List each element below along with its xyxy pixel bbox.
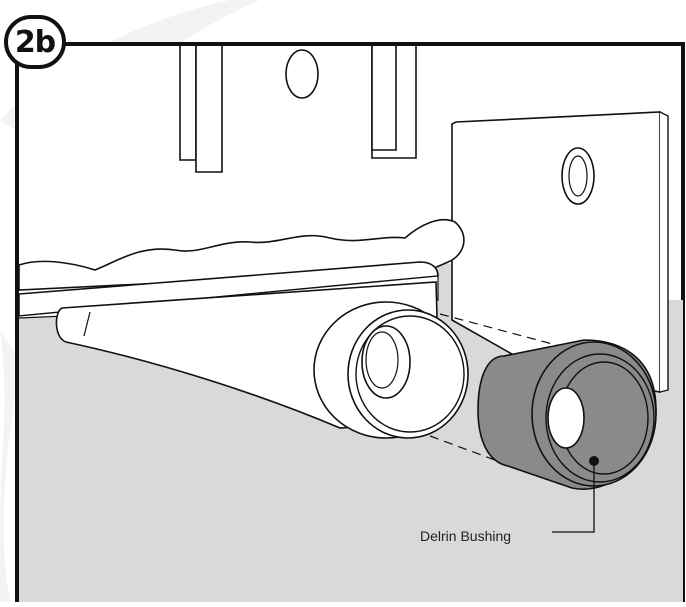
step-badge: 2b — [4, 15, 66, 69]
top-bracket-left — [179, 46, 223, 173]
mounting-hole — [285, 49, 319, 99]
pivot-tube-bore-inner — [365, 331, 399, 389]
watermark-shape — [0, 330, 20, 602]
alignment-guides — [429, 313, 591, 485]
top-bracket-right — [371, 46, 417, 159]
slot-hole-inner — [568, 155, 588, 197]
callout-leader — [552, 461, 595, 533]
tapered-arm-edge — [83, 311, 91, 337]
side-plate-edge — [659, 111, 669, 393]
delrin-bushing-hole — [547, 387, 585, 449]
callout-label-delrin-bushing: Delrin Bushing — [420, 528, 512, 544]
